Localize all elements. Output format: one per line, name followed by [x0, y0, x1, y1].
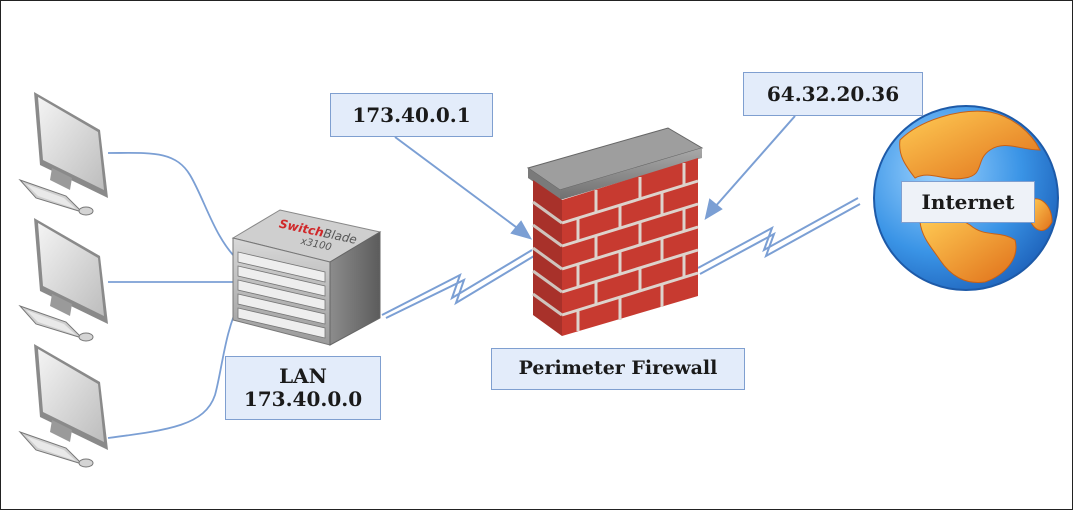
internet-name-text: Internet [921, 189, 1015, 214]
wan-ip-label: 64.32.20.36 [743, 72, 923, 116]
switch-brand-blade: Blade [322, 226, 358, 247]
firewall-icon [526, 127, 704, 336]
lan-subnet-text: 173.40.0.0 [243, 387, 363, 411]
firewall-label: Perimeter Firewall [491, 348, 745, 390]
firewall-ip-label: 173.40.0.1 [330, 93, 493, 137]
internet-label: Internet [901, 181, 1035, 223]
computer-icon [18, 218, 108, 342]
lan-label: LAN 173.40.0.0 [225, 356, 381, 420]
cable-computer-1 [107, 151, 241, 263]
ip-pointer-arrows [394, 115, 796, 240]
firewall-ip-text: 173.40.0.1 [352, 102, 471, 127]
lan-cables [107, 151, 241, 439]
firewall-name-text: Perimeter Firewall [518, 357, 718, 380]
lan-name-text: LAN [279, 364, 327, 388]
computer-icon [18, 92, 108, 216]
switch-icon: SwitchBlade x3100 [231, 209, 382, 346]
wan-link-lightning [381, 249, 535, 319]
internet-link-lightning [697, 197, 861, 275]
computer-icon [18, 344, 108, 468]
wan-ip-text: 64.32.20.36 [766, 81, 900, 106]
cable-computer-3 [107, 301, 241, 439]
